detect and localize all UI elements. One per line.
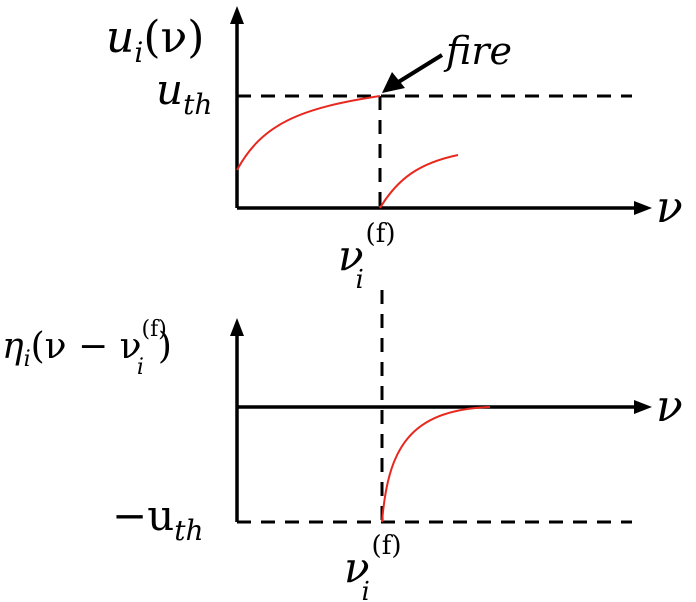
top-fire-time-label: ν(f)i: [338, 219, 395, 295]
potential-curve-after-reset: [379, 154, 459, 209]
top-y-axis-label: ui(ν): [106, 12, 204, 69]
refractory-kernel-curve: [381, 406, 491, 523]
top-x-axis-label: ν: [656, 182, 683, 233]
top-plot: ui(ν) uth fire ν ν(f)i: [106, 6, 683, 295]
bottom-y-axis-label: ηi(ν − ν(f)i): [2, 317, 172, 380]
neg-threshold-label: −uth: [112, 491, 204, 547]
fire-annotation-arrow: [390, 53, 444, 88]
bottom-x-axis-arrowhead: [634, 400, 652, 414]
fire-annotation-arrowhead: [382, 72, 405, 93]
bottom-x-axis-label: ν: [656, 381, 683, 432]
bottom-fire-time-label: ν(f)i: [344, 531, 401, 602]
threshold-label: uth: [156, 65, 212, 121]
top-x-axis-arrowhead: [634, 201, 652, 215]
top-y-axis-arrowhead: [230, 6, 244, 24]
bottom-y-axis-arrowhead: [230, 318, 244, 336]
fire-annotation-label: fire: [443, 29, 512, 73]
bottom-plot: ηi(ν − ν(f)i) −uth ν ν(f)i: [2, 317, 683, 602]
potential-curve-before-fire: [236, 95, 381, 171]
